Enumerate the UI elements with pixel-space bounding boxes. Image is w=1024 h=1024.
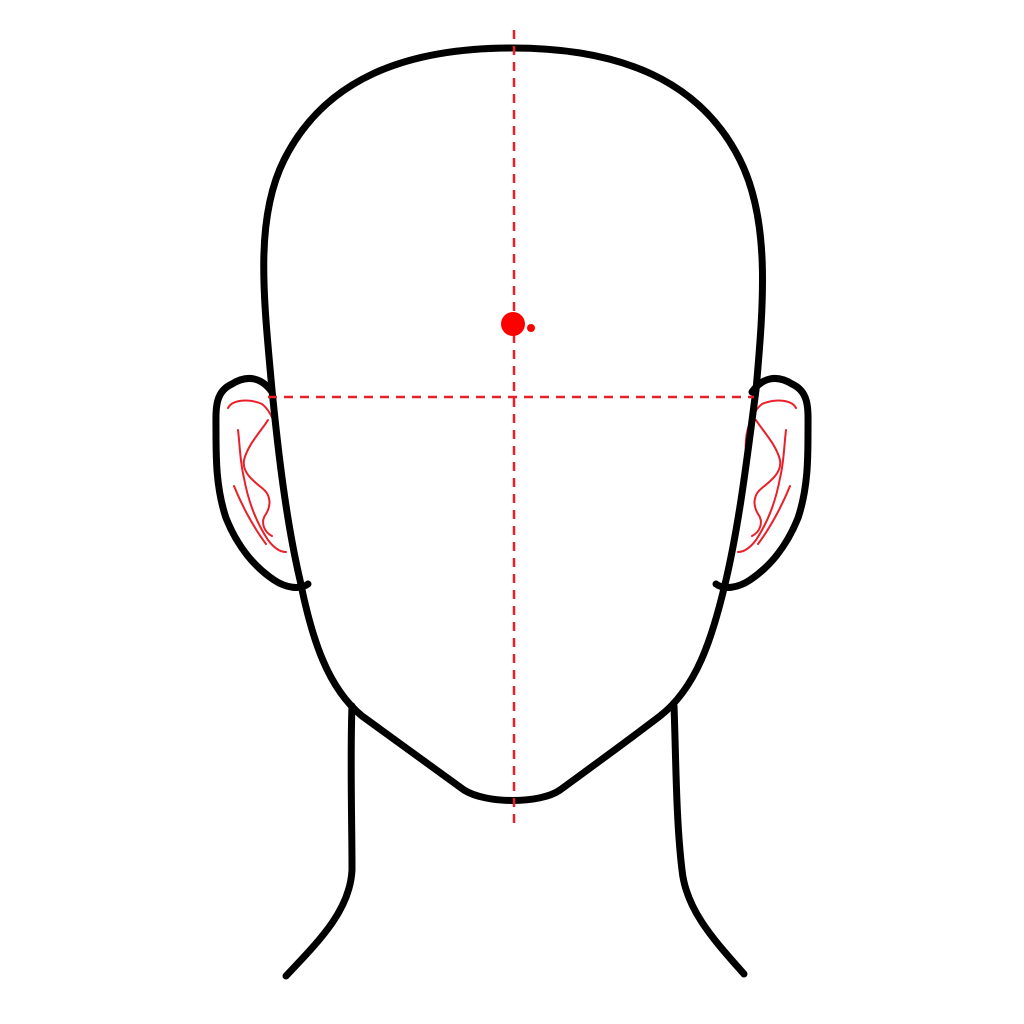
neck-left-line (282, 702, 356, 980)
right-ear-outline (712, 374, 812, 591)
small-dot (527, 324, 535, 332)
right-ear (712, 374, 812, 591)
left-ear-outline (212, 374, 312, 591)
target-dot (501, 312, 525, 336)
right-ear-inner-line (751, 419, 782, 537)
right-ear-antihelix-line (737, 429, 787, 553)
left-ear (212, 374, 312, 591)
left-ear-inner-line (242, 419, 273, 537)
head-outline (260, 44, 767, 804)
left-ear-lobe-line (233, 485, 267, 545)
right-ear-detail (737, 399, 797, 553)
left-ear-antihelix-line (237, 429, 287, 553)
neck-right-line (670, 702, 748, 978)
right-ear-lobe-line (757, 485, 791, 545)
